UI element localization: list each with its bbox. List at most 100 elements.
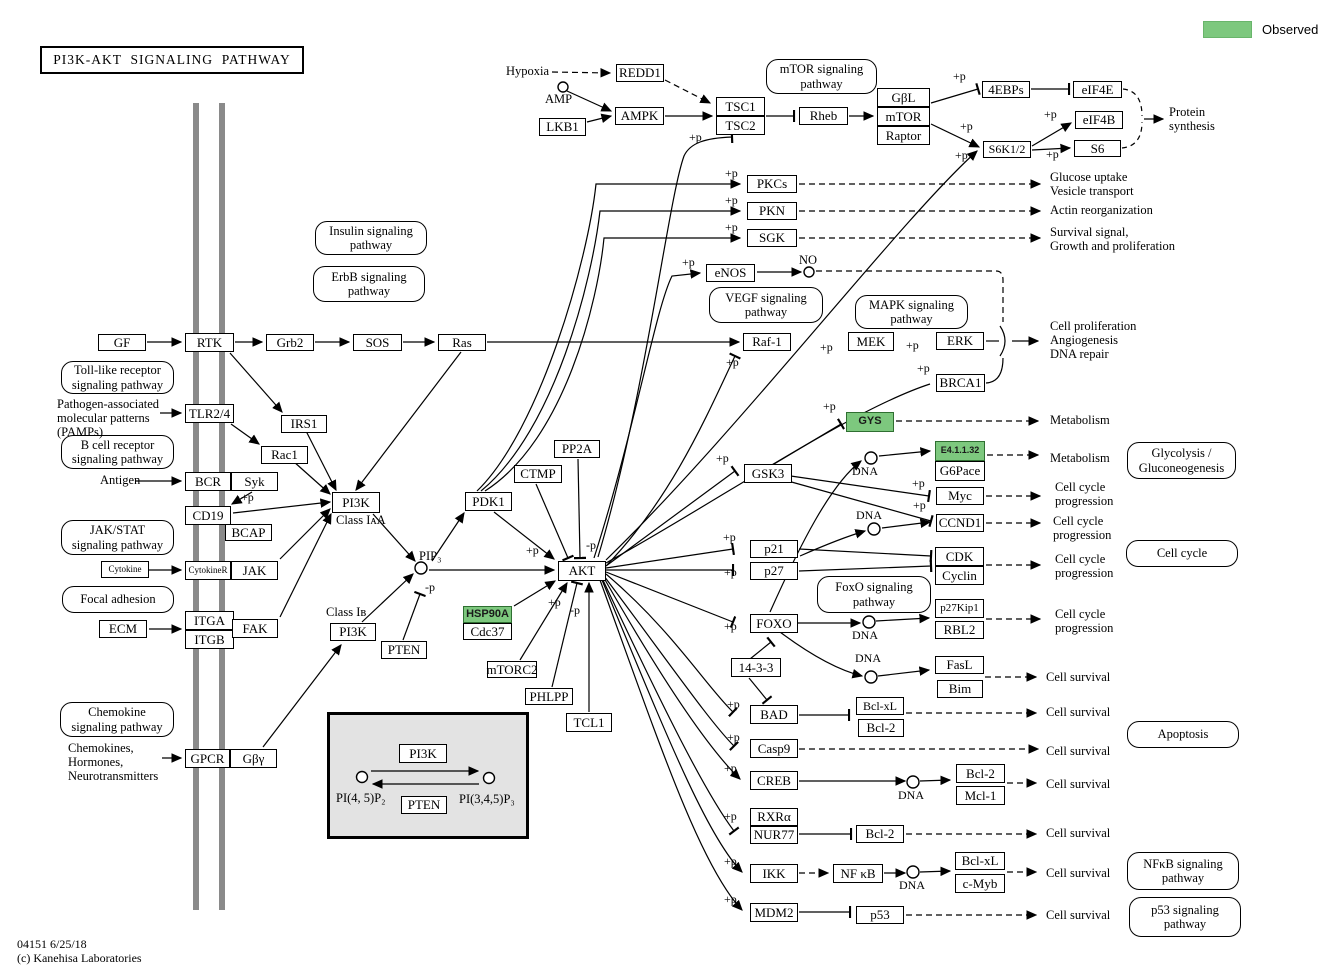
pathway-insulin[interactable]: Insulin signaling pathway — [315, 221, 427, 255]
node-pp2a[interactable]: PP2A — [554, 440, 600, 458]
node-cmyb[interactable]: c-Myb — [955, 874, 1005, 893]
node-gbg[interactable]: Gβγ — [230, 749, 277, 768]
node-itgb[interactable]: ITGB — [185, 630, 234, 649]
pathway-focal[interactable]: Focal adhesion — [62, 586, 174, 613]
node-cdc37[interactable]: Cdc37 — [463, 623, 512, 640]
node-tsc1[interactable]: TSC1 — [716, 97, 765, 116]
node-gys[interactable]: GYS — [846, 412, 894, 432]
node-itga[interactable]: ITGA — [185, 611, 234, 630]
node-pkn[interactable]: PKN — [747, 202, 797, 220]
node-ikk[interactable]: IKK — [750, 864, 798, 883]
pathway-mtor[interactable]: mTOR signaling pathway — [766, 59, 877, 94]
pathway-tlr[interactable]: Toll-like receptor signaling pathway — [61, 361, 174, 394]
node-pten-inset[interactable]: PTEN — [401, 796, 447, 814]
node-g6pace[interactable]: G6Pace — [935, 461, 985, 481]
node-bcl2-creb[interactable]: Bcl-2 — [956, 764, 1005, 783]
node-bim[interactable]: Bim — [937, 680, 983, 698]
pathway-bcell[interactable]: B cell receptor signaling pathway — [61, 435, 174, 469]
node-p21[interactable]: p21 — [750, 540, 798, 558]
node-brca1[interactable]: BRCA1 — [936, 374, 985, 392]
node-cytokine[interactable]: Cytokine — [101, 561, 149, 578]
node-pi3k-class-ib[interactable]: PI3K — [330, 623, 376, 641]
node-bclxl-bad[interactable]: Bcl-xL — [856, 697, 904, 715]
node-rxra[interactable]: RXRα — [750, 808, 798, 826]
node-gpcr[interactable]: GPCR — [185, 749, 230, 768]
node-irs1[interactable]: IRS1 — [281, 415, 327, 433]
node-pkcs[interactable]: PKCs — [747, 175, 797, 193]
node-sos[interactable]: SOS — [353, 334, 402, 351]
pathway-foxo[interactable]: FoxO signaling pathway — [817, 576, 931, 613]
pathway-jakstat[interactable]: JAK/STAT signaling pathway — [61, 520, 174, 555]
node-jak[interactable]: JAK — [231, 561, 278, 580]
node-bcl2-nur[interactable]: Bcl-2 — [856, 825, 904, 843]
node-casp9[interactable]: Casp9 — [750, 739, 798, 758]
node-mdm2[interactable]: MDM2 — [750, 903, 798, 922]
pathway-mapk[interactable]: MAPK signaling pathway — [855, 295, 968, 329]
node-lkb1[interactable]: LKB1 — [539, 118, 586, 136]
node-tlr24[interactable]: TLR2/4 — [185, 404, 234, 423]
node-cyclin[interactable]: Cyclin — [935, 566, 984, 585]
node-bcl2-bad[interactable]: Bcl-2 — [858, 719, 904, 737]
node-s6k12[interactable]: S6K1/2 — [983, 141, 1031, 158]
node-creb[interactable]: CREB — [750, 771, 798, 790]
node-pi3k-class-ia[interactable]: PI3K — [332, 492, 380, 513]
node-hsp90a[interactable]: HSP90A — [463, 606, 512, 623]
node-e41132[interactable]: E4.1.1.32 — [935, 441, 985, 461]
node-mtor[interactable]: mTOR — [877, 107, 930, 126]
node-p27[interactable]: p27 — [750, 562, 798, 580]
node-ras[interactable]: Ras — [438, 334, 486, 351]
node-bclxl-ikk[interactable]: Bcl-xL — [955, 852, 1005, 870]
node-pdk1[interactable]: PDK1 — [465, 492, 512, 511]
node-ctmp[interactable]: CTMP — [514, 465, 562, 483]
node-raf1[interactable]: Raf-1 — [743, 333, 791, 351]
pathway-glycolysis[interactable]: Glycolysis / Gluconeogenesis — [1127, 442, 1236, 479]
node-s6[interactable]: S6 — [1074, 140, 1121, 157]
node-ecm[interactable]: ECM — [99, 620, 147, 638]
pathway-apoptosis[interactable]: Apoptosis — [1127, 721, 1239, 748]
node-14-3-3[interactable]: 14-3-3 — [731, 658, 781, 677]
node-rheb[interactable]: Rheb — [799, 107, 848, 125]
node-ccnd1[interactable]: CCND1 — [936, 514, 984, 532]
node-rbl2[interactable]: RBL2 — [935, 621, 984, 639]
node-raptor[interactable]: Raptor — [877, 126, 930, 145]
node-myc[interactable]: Myc — [936, 487, 984, 505]
node-tcl1[interactable]: TCL1 — [566, 713, 612, 732]
node-tsc2[interactable]: TSC2 — [716, 116, 765, 135]
pathway-p53[interactable]: p53 signaling pathway — [1129, 897, 1241, 937]
node-bcr[interactable]: BCR — [185, 472, 231, 491]
node-fasl[interactable]: FasL — [935, 656, 984, 674]
node-enos[interactable]: eNOS — [706, 264, 755, 282]
node-sgk[interactable]: SGK — [747, 229, 797, 247]
pathway-chemokine[interactable]: Chemokine signaling pathway — [60, 702, 174, 737]
node-p53[interactable]: p53 — [856, 906, 904, 924]
node-grb2[interactable]: Grb2 — [266, 334, 314, 351]
node-cd19[interactable]: CD19 — [185, 506, 231, 525]
node-ampk[interactable]: AMPK — [615, 107, 664, 125]
node-fak[interactable]: FAK — [232, 619, 278, 638]
node-foxo[interactable]: FOXO — [750, 614, 798, 633]
node-nur77[interactable]: NUR77 — [750, 826, 798, 844]
node-mtorc2[interactable]: mTORC2 — [486, 661, 538, 678]
pathway-cellcycle[interactable]: Cell cycle — [1126, 540, 1238, 567]
node-eif4e[interactable]: eIF4E — [1073, 81, 1122, 98]
node-pi3k-inset[interactable]: PI3K — [399, 744, 447, 763]
node-cdk[interactable]: CDK — [935, 547, 984, 566]
node-nfkb[interactable]: NF κB — [833, 864, 883, 883]
node-4ebps[interactable]: 4EBPs — [982, 81, 1030, 98]
node-eif4b[interactable]: eIF4B — [1075, 111, 1123, 129]
node-erk[interactable]: ERK — [936, 332, 984, 350]
pathway-erbb[interactable]: ErbB signaling pathway — [313, 266, 425, 302]
node-bcap[interactable]: BCAP — [225, 524, 272, 541]
node-rtk[interactable]: RTK — [185, 333, 234, 352]
node-p27kip1[interactable]: p27Kip1 — [935, 599, 984, 618]
node-mcl1[interactable]: Mcl-1 — [956, 786, 1005, 805]
pathway-vegf[interactable]: VEGF signaling pathway — [709, 287, 823, 323]
node-gbl[interactable]: GβL — [877, 88, 930, 107]
node-bad[interactable]: BAD — [750, 705, 798, 724]
node-syk[interactable]: Syk — [231, 472, 278, 491]
node-pten[interactable]: PTEN — [381, 641, 427, 659]
node-gsk3[interactable]: GSK3 — [744, 464, 792, 483]
node-phlpp[interactable]: PHLPP — [525, 688, 573, 705]
node-redd1[interactable]: REDD1 — [616, 64, 664, 82]
node-rac1[interactable]: Rac1 — [261, 446, 308, 464]
